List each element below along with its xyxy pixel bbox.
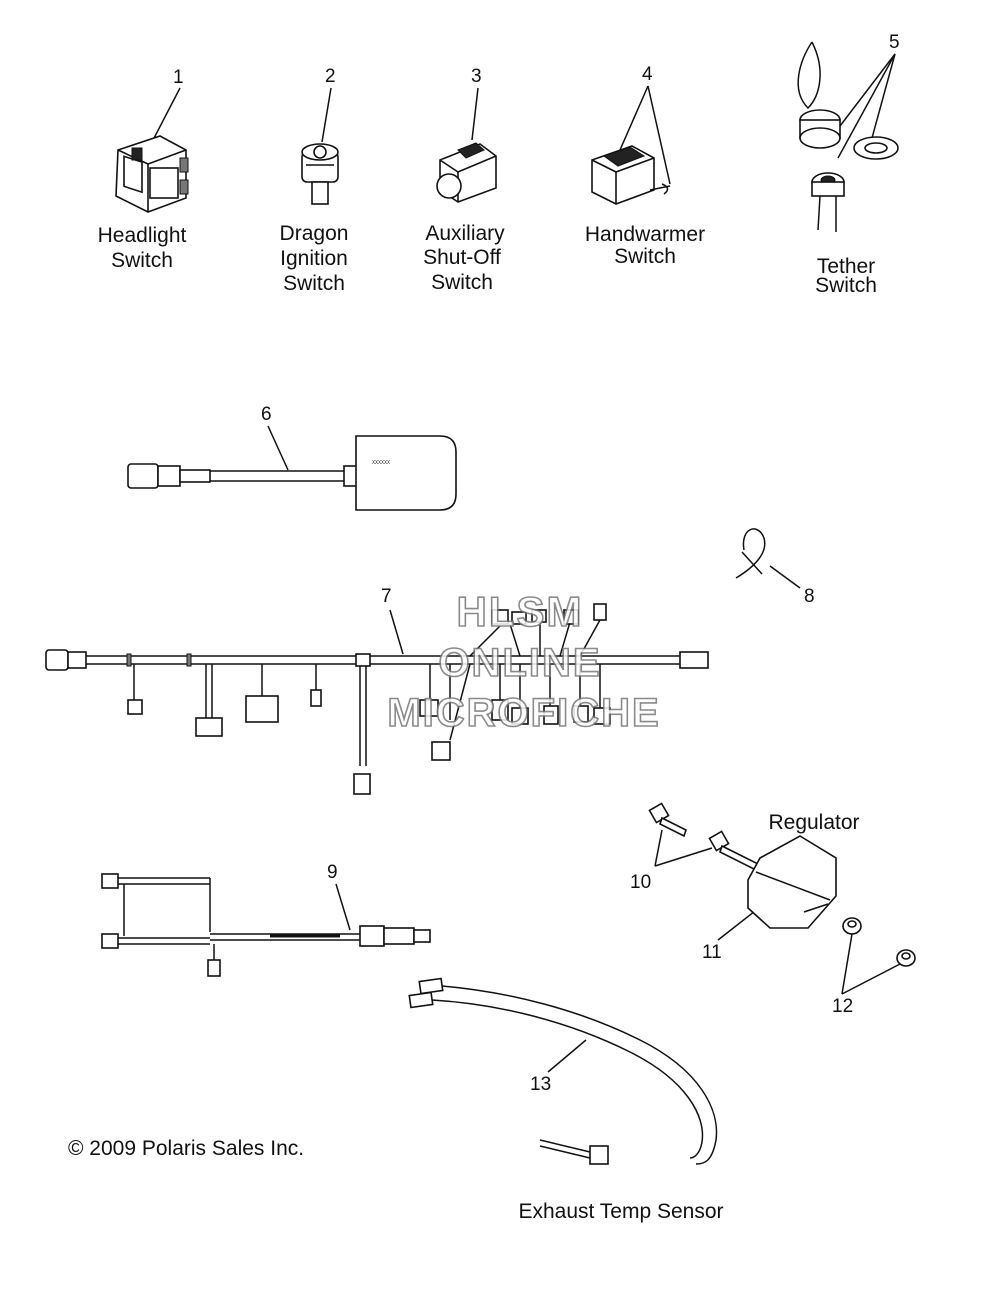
- part-2-label-line-2: Ignition: [280, 247, 348, 270]
- part-5-label-line-2: Switch: [815, 274, 877, 297]
- leader-line-4b: [647, 85, 671, 185]
- part-2-label-line-1: Dragon: [280, 222, 349, 245]
- part-3-auxiliary-shutoff-switch: 3 Auxiliary Shut-Off Switch: [423, 66, 505, 294]
- callout-5: 5: [889, 32, 900, 53]
- callout-11: 11: [702, 942, 722, 963]
- leader-line-1: [151, 87, 181, 143]
- callout-10: 10: [630, 872, 651, 893]
- regulator-label: Regulator: [768, 811, 859, 834]
- ignition-switch-icon: [301, 143, 339, 205]
- callout-7: 7: [381, 586, 392, 607]
- part-2-ignition-switch: 2 Dragon Ignition Switch: [280, 66, 349, 295]
- bolt-icon: [648, 802, 771, 878]
- part-2-label-line-3: Switch: [283, 272, 345, 295]
- leader-line-12b: [841, 963, 901, 995]
- callout-13: 13: [530, 1074, 551, 1095]
- part-3-label-line-1: Auxiliary: [425, 222, 505, 245]
- leader-line-2: [321, 87, 332, 143]
- regulator-icon: [747, 835, 837, 929]
- watermark-line-2: ONLINE: [438, 641, 601, 685]
- leader-line-8: [769, 565, 801, 589]
- part-1-label-line-2: Switch: [111, 249, 173, 272]
- part-5-label-line-1: Tether: [817, 255, 875, 278]
- module-icon: [127, 435, 457, 511]
- leader-line-5c: [837, 53, 896, 159]
- callout-2: 2: [325, 66, 336, 87]
- watermark-line-3: MICROFICHE: [387, 691, 660, 735]
- leader-line-10b: [654, 847, 713, 867]
- leader-line-5a: [839, 53, 896, 127]
- headlight-switch-icon: [115, 135, 189, 213]
- part-3-label-line-3: Switch: [431, 271, 493, 294]
- module-text: XXXXXX: [372, 460, 390, 466]
- callout-1: 1: [173, 67, 184, 88]
- part-9-sub-harness: 9: [101, 862, 431, 977]
- watermark-line-1: HLSM: [457, 588, 584, 635]
- part-4-label-line-2: Switch: [614, 245, 676, 268]
- part-5-tether-switch: 5 Tether Switch: [797, 32, 900, 297]
- callout-9: 9: [327, 862, 338, 883]
- leader-line-9: [335, 883, 351, 931]
- watermark: HLSM ONLINE MICROFICHE: [387, 587, 660, 736]
- callout-3: 3: [471, 66, 482, 87]
- cable-tie-icon: [735, 528, 766, 579]
- copyright-text: © 2009 Polaris Sales Inc.: [68, 1137, 304, 1160]
- part-13-exhaust-temp-sensor: 13 Exhaust Temp Sensor: [408, 977, 724, 1223]
- part-4-label-line-1: Handwarmer: [585, 223, 705, 246]
- leader-line-3: [471, 87, 479, 141]
- part-7-main-harness: 7: [45, 586, 709, 795]
- exhaust-sensor-label: Exhaust Temp Sensor: [518, 1200, 723, 1223]
- tether-switch-icon: [797, 41, 899, 232]
- callout-12: 12: [832, 996, 853, 1017]
- leader-line-10a: [654, 829, 663, 867]
- part-1-label-line-1: Headlight: [98, 224, 187, 247]
- shutoff-switch-icon: [436, 142, 497, 203]
- part-3-label-line-2: Shut-Off: [423, 246, 501, 269]
- leader-line-4a: [619, 85, 649, 151]
- handwarmer-switch-icon: [591, 145, 671, 205]
- regulator-group: Regulator 10 11 12: [630, 802, 916, 1017]
- part-6-module: 6 XXXXXX: [127, 404, 457, 511]
- sub-harness-icon: [101, 873, 431, 977]
- nut-icon: [842, 917, 916, 967]
- leader-line-7: [389, 609, 404, 655]
- exhaust-sensor-icon: [408, 977, 718, 1165]
- leader-line-5b: [871, 53, 896, 139]
- part-4-handwarmer-switch: 4 Handwarmer Switch: [585, 64, 705, 268]
- part-8-cable-tie: 8: [735, 528, 815, 607]
- callout-6: 6: [261, 404, 272, 425]
- callout-8: 8: [804, 586, 815, 607]
- part-1-headlight-switch: 1 Headlight Switch: [98, 67, 189, 272]
- leader-line-12a: [841, 933, 853, 995]
- leader-line-6: [267, 425, 289, 471]
- callout-4: 4: [642, 64, 653, 85]
- leader-line-13: [547, 1039, 587, 1073]
- harness-icon: [45, 603, 709, 795]
